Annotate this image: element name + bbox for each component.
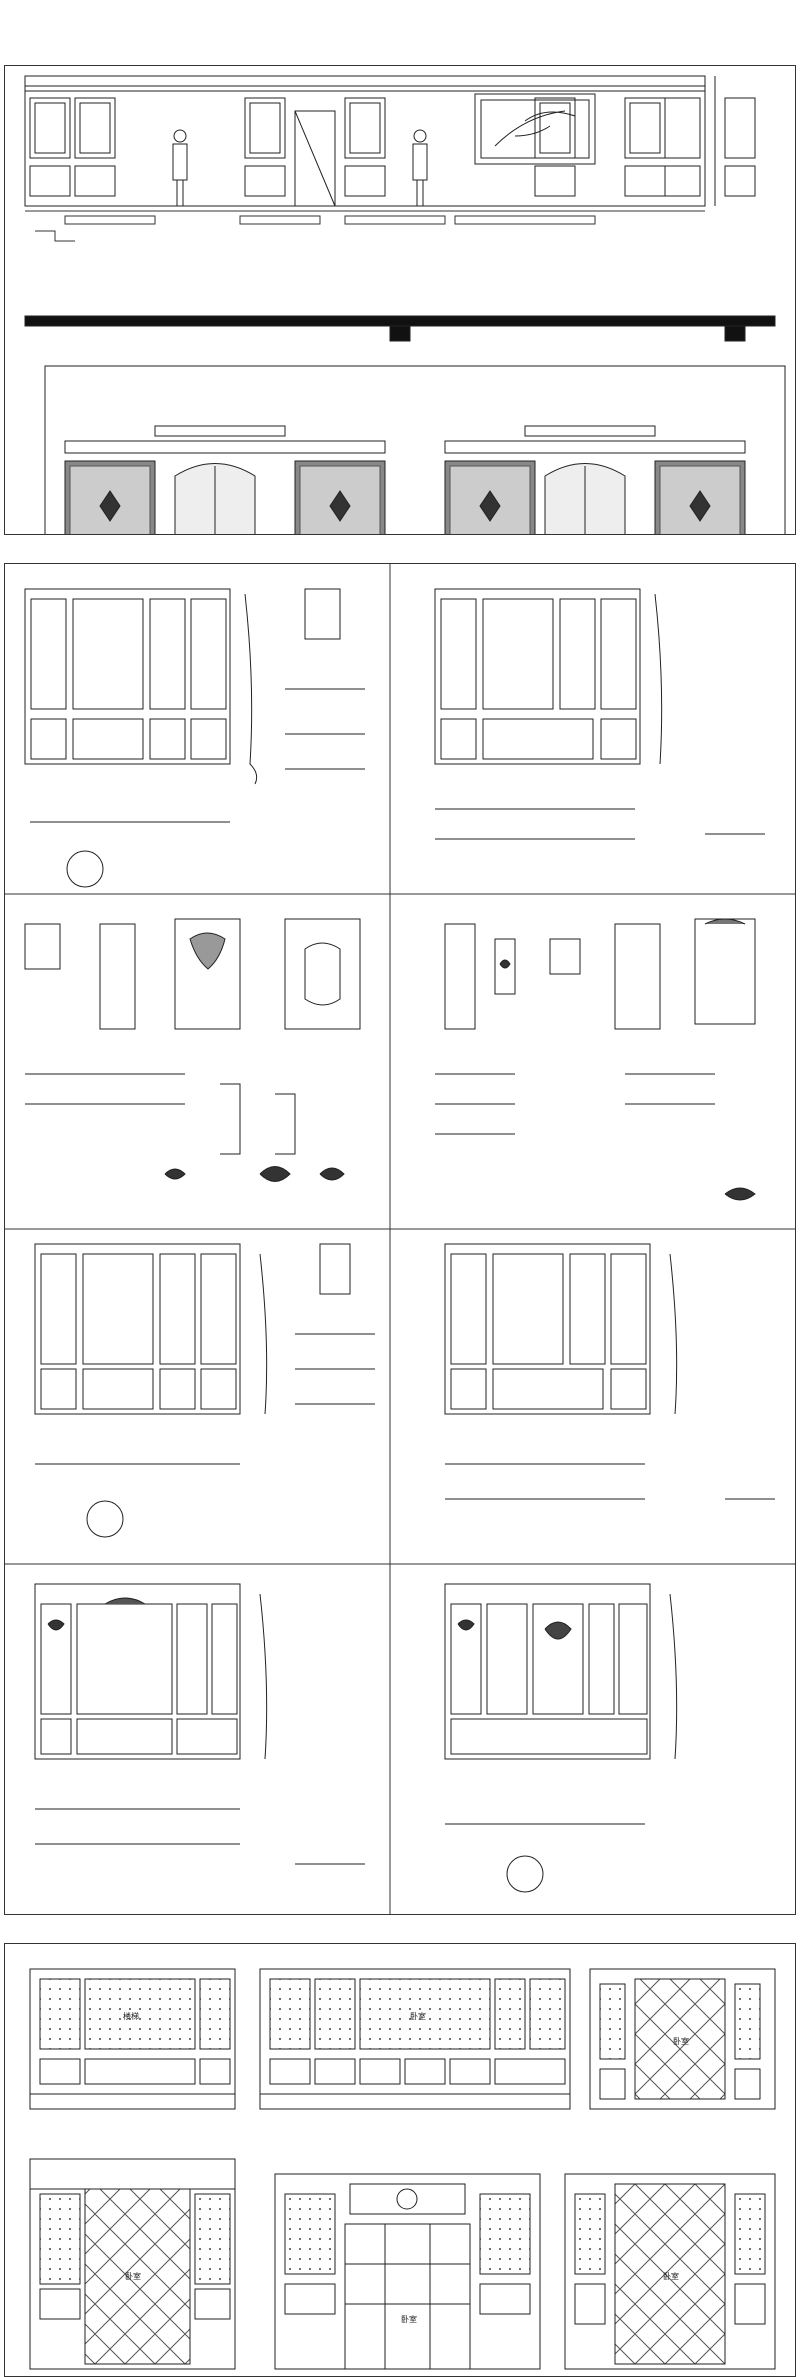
room-label-2: 卧室 [410,2011,426,2021]
detail-panel-a [24,588,365,888]
detail-panel-h [444,1583,678,1893]
detail-panel-e [34,1243,375,1538]
room-label-5: 卧室 [401,2314,417,2324]
room-elevation-6: 卧室 [564,2173,776,2370]
detail-panel-d [435,918,756,1201]
room-elevation-5: 卧室 [274,2173,541,2370]
room-label-6: 卧室 [663,2271,679,2281]
room-elevation-3: 卧室 [589,1968,776,2110]
room-elevations-drawing: 卧室 卧室 卧室 [29,1968,776,2370]
detail-panel-c [24,918,361,1182]
detail-panel-g [34,1583,365,1865]
upper-panels [29,97,701,197]
room-label-4: 卧室 [125,2271,141,2281]
ornate-panel-3 [444,460,536,534]
elevation-sheet-top [4,65,796,535]
human-figure-2 [412,129,428,206]
long-elevation-drawing [24,75,786,534]
ornate-panel-2 [294,460,386,534]
human-figure-1 [172,129,188,206]
lower-elevation [24,315,786,534]
panel-details-sheet [4,563,796,1915]
detail-grid-drawing [5,564,795,1914]
floor-section [25,210,705,242]
upper-elevation [24,75,756,207]
room-elevation-4: 卧室 [29,2158,236,2370]
detail-panel-f [444,1243,775,1500]
room-elevation-2 [259,1968,571,2110]
room-label-1: 楼梯 [123,2011,139,2021]
room-label-3: 卧室 [673,2036,689,2046]
detail-panel-b [434,588,765,840]
room-elevations-sheet: 卧室 卧室 卧室 [4,1943,796,2377]
ornate-panel-1 [64,460,156,534]
room-elevation-1 [29,1968,236,2110]
ornate-panel-4 [654,460,746,534]
